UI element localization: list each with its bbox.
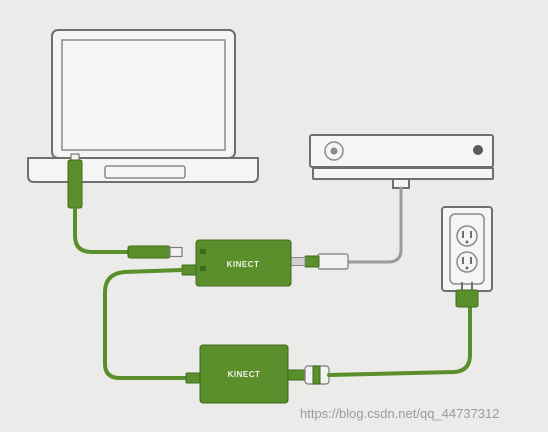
kinect-sensor-cable — [346, 186, 403, 264]
laptop-base — [27, 157, 259, 183]
kinect-sensor-illustration — [290, 134, 494, 270]
kinect-sensor-base — [312, 167, 494, 180]
outlet-receptacle-bottom-icon — [456, 251, 478, 273]
kinect-plug-green-end — [304, 255, 320, 268]
outlet-ground-icon — [465, 240, 469, 244]
kinect-port-connector — [290, 257, 306, 266]
power-brick-output-plug — [287, 369, 307, 381]
wall-outlet-illustration — [441, 206, 493, 308]
laptop-illustration — [27, 29, 259, 183]
kinect-adapter-body — [195, 239, 292, 287]
power-brick-input-plug — [185, 372, 201, 384]
kinect-adapter: KINECT — [195, 239, 292, 287]
usb-plug-metal-tip — [169, 246, 183, 258]
adapter-power-cable — [103, 264, 201, 384]
usb-cable-line — [73, 206, 132, 254]
outlet-receptacle-top-icon — [456, 225, 478, 247]
adapter-power-cable-line — [103, 268, 188, 380]
kinect-adapter-label: KINECT — [227, 260, 260, 269]
laptop-screen-frame — [51, 29, 236, 159]
watermark-text: https://blog.csdn.net/qq_44737312 — [300, 406, 500, 421]
kinect-lens-inner-icon — [330, 147, 338, 155]
wall-power-cable-line — [327, 304, 472, 377]
wall-plug-body — [455, 289, 479, 308]
laptop-screen-display — [61, 39, 226, 151]
wall-power-cable — [287, 304, 472, 385]
power-supply-label: KINECT — [228, 370, 261, 379]
laptop-trackpad-notch — [104, 165, 186, 179]
laptop-usb-cable — [67, 153, 183, 259]
usb-plug-adapter-end — [127, 245, 171, 259]
adapter-usb-port-icon — [200, 249, 206, 254]
usb-plug-laptop-end — [67, 159, 83, 209]
wall-outlet-inner-plate — [449, 213, 485, 285]
kinect-lens-icon — [324, 141, 344, 161]
adapter-power-plug — [181, 264, 197, 276]
adapter-power-port-icon — [200, 266, 206, 271]
ac-cord-connector-band — [312, 365, 321, 385]
outlet-ground-icon — [465, 266, 469, 270]
xbox-logo-icon — [473, 145, 483, 155]
kinect-power-supply: KINECT — [199, 344, 289, 404]
kinect-plug-body — [317, 253, 349, 270]
